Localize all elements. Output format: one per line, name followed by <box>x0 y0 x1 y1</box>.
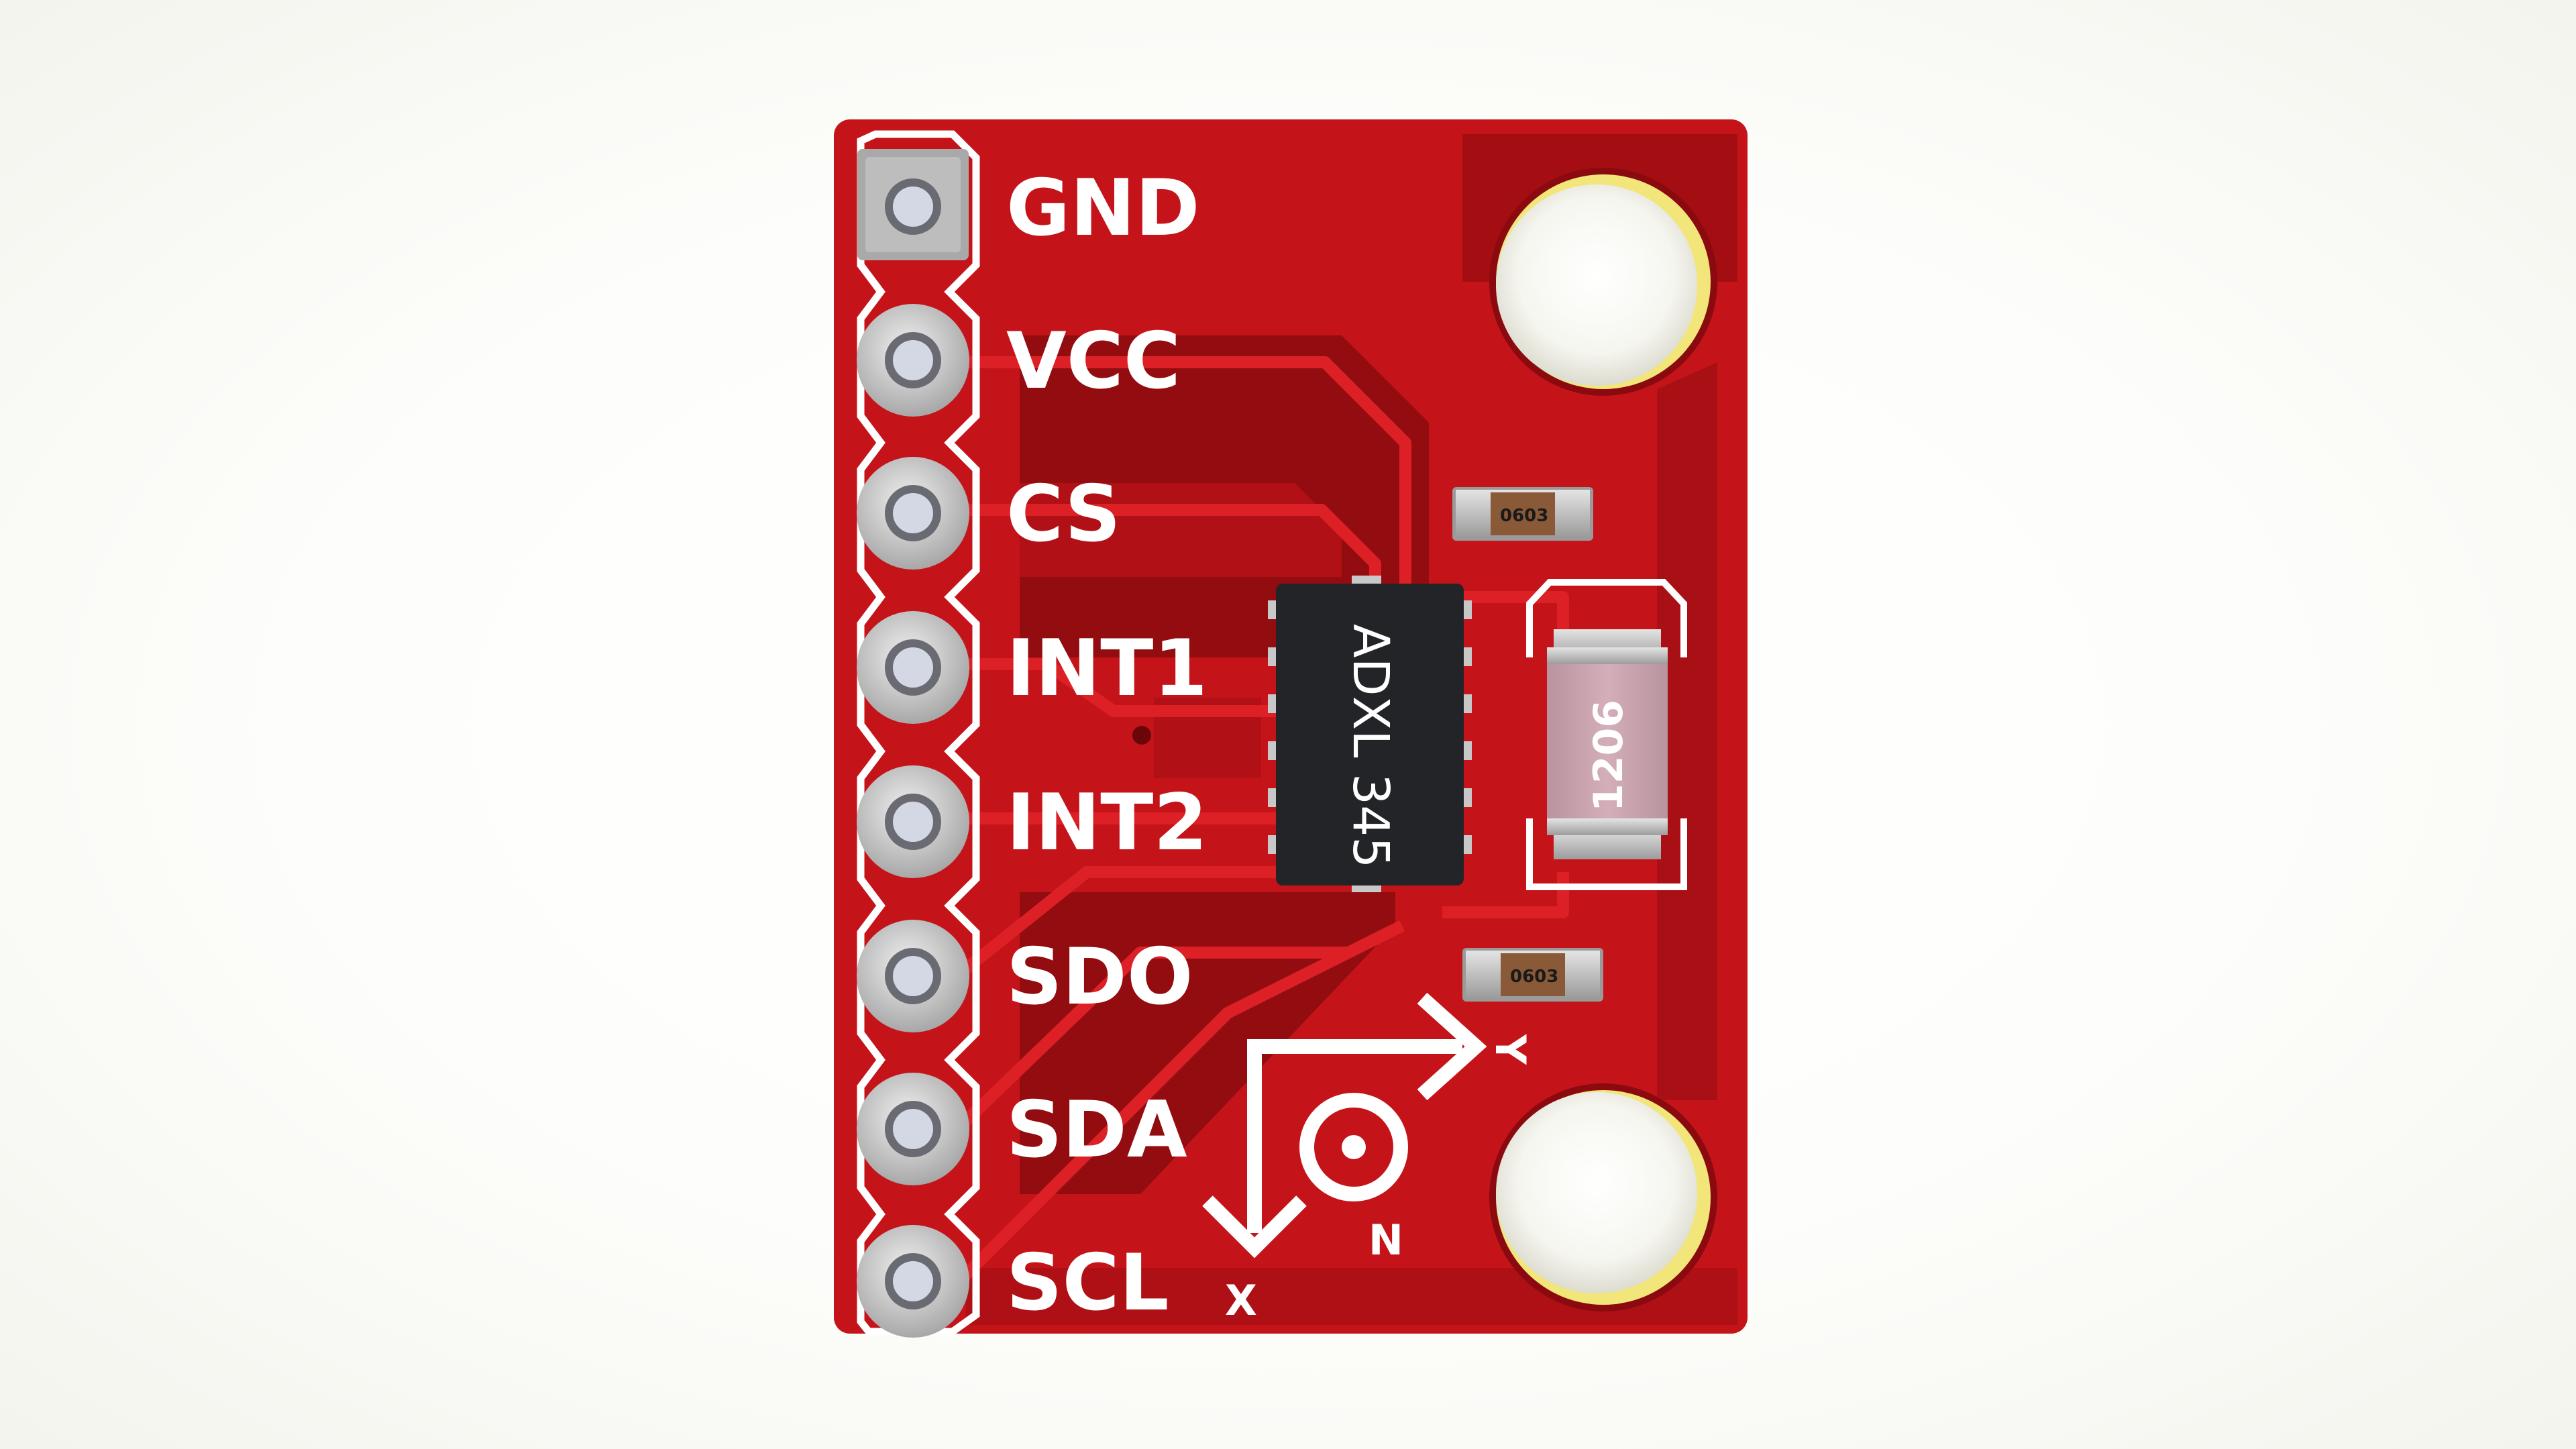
resistor-top-label: 0603 <box>1500 506 1548 526</box>
capacitor-1206: 1206 <box>1526 579 1687 890</box>
mounting-hole-top <box>1489 168 1717 396</box>
header-pin-sda[interactable] <box>857 1073 969 1185</box>
pin-label-sda: SDA <box>1006 1085 1187 1175</box>
axis-label-x: X <box>1225 1276 1257 1325</box>
resistor-bottom-label: 0603 <box>1510 967 1558 987</box>
pin-label-int1: INT1 <box>1006 623 1208 714</box>
adxl345-chip: ADXL 345 <box>1268 576 1472 892</box>
copper-traces <box>966 134 1737 1325</box>
mounting-hole-bottom <box>1489 1083 1717 1311</box>
pin-header <box>857 149 969 1338</box>
axis-label-z: N <box>1368 1216 1403 1265</box>
header-silkscreen <box>857 130 980 1336</box>
pin-label-vcc: VCC <box>1006 316 1181 407</box>
pin-label-cs: CS <box>1006 469 1121 559</box>
pin-label-gnd: GND <box>1006 163 1200 254</box>
resistor-bottom-0603: 0603 <box>1462 948 1603 1002</box>
pin-label-sdo: SDO <box>1006 932 1193 1022</box>
chip-label: ADXL 345 <box>1342 624 1399 868</box>
via <box>1132 726 1151 745</box>
pin-label-int2: INT2 <box>1006 777 1208 868</box>
header-pin-gnd[interactable] <box>857 149 969 260</box>
capacitor-label: 1206 <box>1585 700 1632 812</box>
resistor-top-0603: 0603 <box>1452 487 1593 541</box>
header-pin-cs[interactable] <box>857 457 969 570</box>
header-pin-vcc[interactable] <box>857 304 969 417</box>
pin-labels: GND VCC CS INT1 INT2 SDO SDA SCL <box>1006 163 1208 1328</box>
header-pin-int1[interactable] <box>857 611 969 724</box>
axis-orientation-marker: Y X N <box>1202 992 1535 1325</box>
header-pin-sdo[interactable] <box>857 920 969 1032</box>
header-pin-scl[interactable] <box>857 1225 969 1338</box>
pin-label-scl: SCL <box>1006 1238 1169 1328</box>
header-pin-int2[interactable] <box>857 765 969 878</box>
axis-label-y: Y <box>1486 1034 1535 1065</box>
